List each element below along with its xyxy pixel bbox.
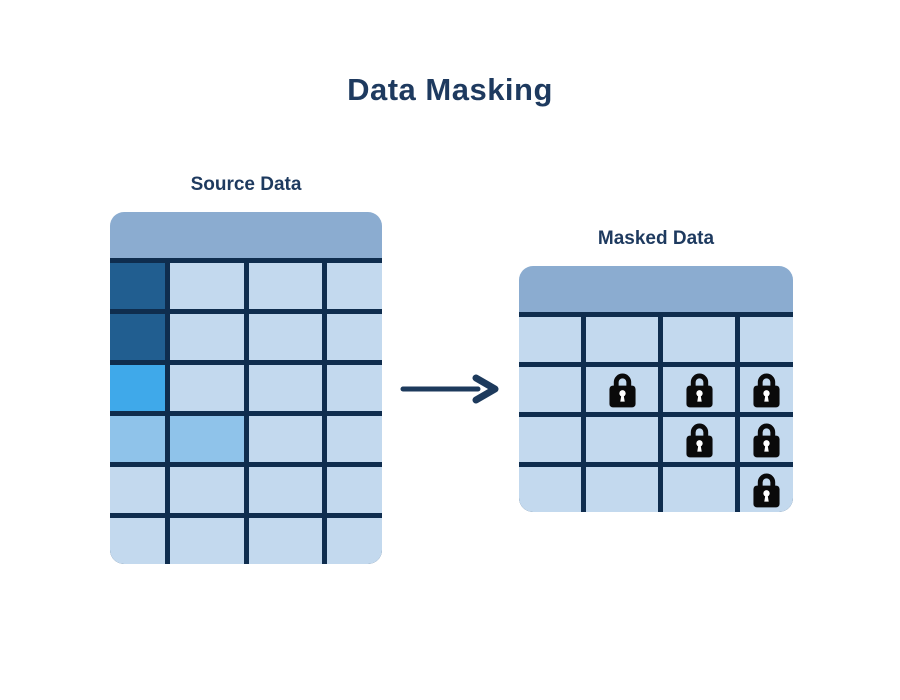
lock-icon (753, 373, 780, 408)
source-cell-r6c3 (249, 518, 322, 564)
masked-cell-r2c1 (519, 367, 581, 412)
source-cell-r4c3 (249, 416, 322, 462)
masked-cell-r3c4 (740, 417, 793, 462)
source-cell-r6c2 (170, 518, 244, 564)
masked-cell-r4c4 (740, 467, 793, 512)
masked-cell-r3c3 (663, 417, 735, 462)
masked-table (519, 266, 793, 512)
arrow-right-icon (400, 374, 499, 404)
masked-cell-r4c1 (519, 467, 581, 512)
source-cell-r6c1 (110, 518, 165, 564)
lock-icon (608, 373, 636, 408)
lock-icon (753, 473, 780, 508)
masked-table-label: Masked Data (597, 228, 715, 249)
source-cell-r6c4 (327, 518, 382, 564)
source-table (110, 212, 382, 564)
lock-icon (685, 373, 713, 408)
masked-cell-r1c4 (740, 317, 793, 362)
masked-table-header (519, 266, 793, 312)
source-cell-r5c4 (327, 467, 382, 513)
masked-cell-r4c3 (663, 467, 735, 512)
source-cell-r3c3 (249, 365, 322, 411)
masked-cell-r3c1 (519, 417, 581, 462)
source-cell-r3c4 (327, 365, 382, 411)
lock-icon (753, 423, 780, 458)
source-cell-r1c4 (327, 263, 382, 309)
source-cell-r3c1 (110, 365, 165, 411)
masked-cell-r3c2 (586, 417, 658, 462)
page-title: Data Masking (347, 72, 553, 107)
masked-cell-r2c2 (586, 367, 658, 412)
source-cell-r2c1 (110, 314, 165, 360)
masked-cell-r2c4 (740, 367, 793, 412)
source-table-body (110, 258, 382, 564)
masked-cell-r4c2 (586, 467, 658, 512)
source-cell-r2c3 (249, 314, 322, 360)
arrow-head (472, 374, 499, 404)
source-cell-r5c2 (170, 467, 244, 513)
source-cell-r1c3 (249, 263, 322, 309)
masked-cell-r1c3 (663, 317, 735, 362)
source-table-header (110, 212, 382, 258)
source-cell-r2c2 (170, 314, 244, 360)
source-cell-r1c1 (110, 263, 165, 309)
source-cell-r2c4 (327, 314, 382, 360)
masked-cell-r2c3 (663, 367, 735, 412)
source-cell-r4c1 (110, 416, 165, 462)
masked-cell-r1c1 (519, 317, 581, 362)
source-cell-r3c2 (170, 365, 244, 411)
masked-cell-r1c2 (586, 317, 658, 362)
source-table-label: Source Data (190, 174, 302, 195)
source-cell-r4c4 (327, 416, 382, 462)
lock-icon (685, 423, 713, 458)
source-cell-r4c2 (170, 416, 244, 462)
source-cell-r5c3 (249, 467, 322, 513)
source-cell-r5c1 (110, 467, 165, 513)
masked-table-body (519, 312, 793, 512)
source-cell-r1c2 (170, 263, 244, 309)
